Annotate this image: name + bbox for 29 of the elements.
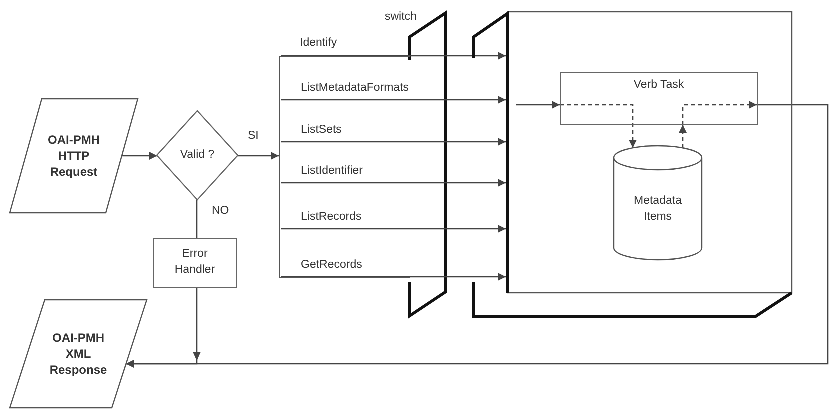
node-label: OAI-PMH HTTP Request bbox=[47, 132, 101, 180]
arrow bbox=[516, 101, 560, 109]
arrow bbox=[281, 96, 506, 104]
node-label: Metadata Items bbox=[633, 194, 683, 225]
arrow bbox=[281, 179, 506, 187]
verb-label: ListIdentifier bbox=[301, 164, 364, 180]
node-label: Valid ? bbox=[180, 148, 215, 163]
arrow bbox=[281, 52, 506, 60]
verb-label: ListSets bbox=[301, 123, 342, 138]
verb-label: GetRecords bbox=[301, 258, 362, 274]
node-label: OAI-PMH XML Response bbox=[48, 330, 108, 378]
arrow bbox=[122, 152, 158, 160]
arrow bbox=[281, 225, 506, 233]
arrow bbox=[281, 273, 506, 281]
arrow bbox=[281, 138, 506, 146]
arrow bbox=[126, 288, 201, 368]
dashed-arrow bbox=[560, 104, 637, 148]
node-label: Verb Task bbox=[634, 78, 684, 93]
arrow bbox=[238, 152, 279, 160]
process-box bbox=[153, 238, 237, 288]
verb-label: ListMetadataFormats bbox=[301, 81, 410, 96]
verb-label: Identify bbox=[300, 36, 338, 52]
dashed-arrow bbox=[679, 125, 687, 148]
verb-label: ListRecords bbox=[301, 210, 362, 226]
process-box bbox=[560, 72, 758, 125]
node-label: Error Handler bbox=[174, 247, 216, 278]
connector-line bbox=[196, 199, 198, 238]
verb-list-box bbox=[279, 56, 410, 278]
switch-label: switch bbox=[385, 11, 417, 23]
